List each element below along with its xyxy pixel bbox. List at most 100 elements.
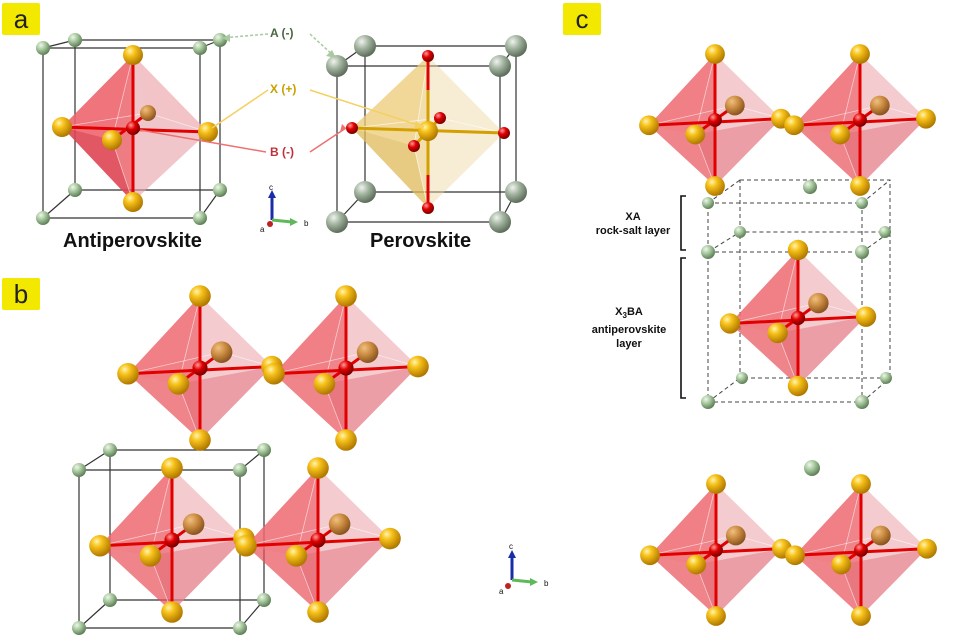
rock-salt-formula: XA xyxy=(625,211,641,223)
antiperovskite-cell xyxy=(36,33,227,225)
b-atom xyxy=(408,140,420,152)
b-atom xyxy=(434,112,446,124)
a-atom xyxy=(855,395,869,409)
octahedron-unit xyxy=(639,44,791,196)
a-atom xyxy=(72,463,86,477)
axis-c-label: c xyxy=(269,183,273,192)
x-atom xyxy=(89,534,111,557)
octahedron-face xyxy=(794,54,860,135)
octahedron-face xyxy=(650,484,716,565)
x-atom xyxy=(851,474,871,494)
layer-brackets xyxy=(680,195,686,399)
x-atom xyxy=(102,130,122,150)
axis-b-label: b xyxy=(304,219,309,228)
a-atom xyxy=(257,443,271,457)
x-atom xyxy=(379,527,401,550)
octahedron-unit xyxy=(263,285,429,451)
b-atom xyxy=(346,122,358,134)
b-atom xyxy=(338,360,354,376)
x-atom xyxy=(335,429,357,451)
x-atom xyxy=(850,176,870,196)
x-atom xyxy=(189,285,211,307)
rock-salt-caption: rock-salt layer xyxy=(595,225,671,237)
a-atom xyxy=(72,621,86,635)
perovskite-cell xyxy=(326,35,527,233)
a-atom xyxy=(702,197,714,209)
a-atom xyxy=(701,395,715,409)
x-atom xyxy=(830,124,851,145)
x-atom xyxy=(705,44,725,64)
x-atom xyxy=(313,373,336,395)
b-atom xyxy=(192,360,208,376)
octahedron-unit xyxy=(117,285,283,451)
a-atom xyxy=(855,245,869,259)
x-atom xyxy=(850,44,870,64)
panel-label-b: b xyxy=(2,278,40,310)
x-atom xyxy=(706,606,726,626)
octahedron-face xyxy=(696,548,782,616)
ion-pointers xyxy=(139,33,425,153)
x-atom xyxy=(263,362,285,385)
octahedron-unit xyxy=(719,239,877,397)
x-atom xyxy=(307,601,329,623)
a-atom xyxy=(880,372,892,384)
x-atom xyxy=(706,474,726,494)
rock-salt-atoms xyxy=(701,180,892,476)
x-atom xyxy=(307,457,329,479)
x-atom xyxy=(210,341,233,363)
x-atom xyxy=(356,341,379,363)
a-atom xyxy=(734,226,746,238)
axis-b-label: b xyxy=(544,579,549,588)
x-atom xyxy=(140,105,156,121)
a-atom xyxy=(257,593,271,607)
antiperovskite-framework xyxy=(72,285,429,635)
a-atom xyxy=(36,41,50,55)
x-atom xyxy=(767,322,788,344)
a-atom xyxy=(879,226,891,238)
b-atom xyxy=(854,543,868,557)
octahedron-face xyxy=(274,296,346,384)
axis-triad: c b a xyxy=(499,542,549,596)
x-atom xyxy=(285,545,308,567)
octahedron-face xyxy=(730,250,798,333)
axis-a-label: a xyxy=(260,225,265,234)
octahedron-face xyxy=(695,118,781,186)
x-atom xyxy=(235,534,257,557)
a-atom xyxy=(68,33,82,47)
ion-label-b: B (-) xyxy=(270,145,294,159)
x-atom xyxy=(831,554,852,575)
x-atom xyxy=(869,95,890,116)
x-atom xyxy=(787,239,809,261)
x-atom xyxy=(808,292,829,314)
a-atom xyxy=(213,33,227,47)
octahedron-face xyxy=(178,366,272,440)
x-atom xyxy=(855,306,877,327)
axis-c-label: c xyxy=(509,542,513,551)
x-atom xyxy=(851,606,871,626)
x-atom xyxy=(686,554,707,575)
octahedron-face xyxy=(128,296,200,384)
x-atom xyxy=(785,545,805,566)
b-atom xyxy=(310,532,326,548)
b-atom xyxy=(853,113,867,127)
x-atom xyxy=(167,373,190,395)
x-atom xyxy=(139,545,162,567)
octahedron-unit xyxy=(784,44,936,196)
x-atom xyxy=(407,355,429,378)
axis-triad: c b a xyxy=(260,183,309,234)
x-atom xyxy=(784,115,804,136)
a-atom xyxy=(505,35,527,57)
a-atom xyxy=(326,55,348,77)
octahedra-array xyxy=(639,44,937,626)
x-atom xyxy=(725,525,746,546)
b-atom xyxy=(790,310,806,326)
a-atom xyxy=(213,183,227,197)
b-atom xyxy=(422,50,434,62)
b-atom xyxy=(709,543,723,557)
antiperovskite-caption: antiperovskite layer xyxy=(591,324,667,351)
a-atom xyxy=(489,55,511,77)
antiperovskite-formula: X3BA xyxy=(615,306,643,321)
x-atom xyxy=(719,313,741,334)
octahedron-face xyxy=(150,538,244,612)
octahedron-face xyxy=(841,548,927,616)
